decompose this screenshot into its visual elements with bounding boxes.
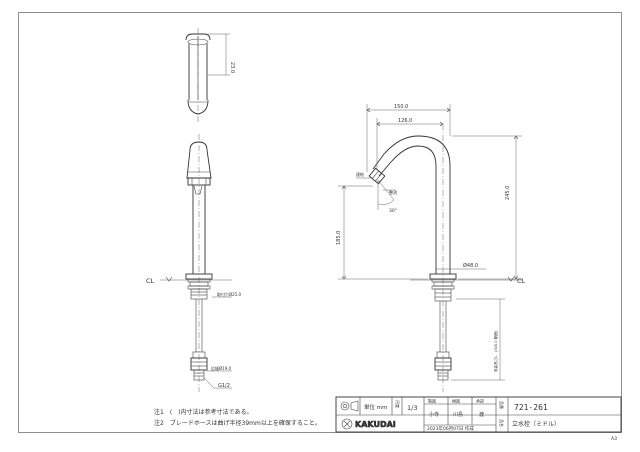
code-label: 品番	[499, 401, 505, 409]
dim-nut-dia: 広幅Ø19.0	[211, 365, 232, 371]
brand-name: KAKUDAI	[355, 420, 396, 429]
name-checked: 川島	[453, 411, 463, 418]
hdr-drawn: 製図	[428, 398, 436, 404]
note-2: 注2 ブレードホースは曲げ半径39mm以上を確保すること。	[154, 419, 321, 427]
cl-label-right: CL	[517, 277, 526, 285]
side-view: 30° 連結 整流 150.0	[336, 104, 526, 392]
cl-label-left: CL	[146, 277, 155, 285]
top-view: 23.0	[185, 28, 235, 124]
scale-label: 尺度	[395, 400, 401, 408]
projection-symbol-icon	[340, 400, 359, 412]
dim-245: 245.0	[505, 186, 511, 200]
dim-mount-hole: 取付穴Ø25.0	[217, 291, 242, 297]
dim-hose-len: 実装長さL (300.0 範囲)	[493, 330, 498, 372]
sheet-size: A3	[611, 436, 617, 442]
spout-label-b: 整流	[389, 189, 397, 195]
dim-126: 126.0	[398, 118, 412, 124]
spout-label-a: 連結	[356, 171, 364, 177]
front-view: CL 取付穴Ø25.0 広幅Ø19.0 G1/2	[146, 134, 242, 392]
title-block: 単位 mm 尺度 1/3 製図 検図 承認 小寺 川島 渡 KAKUDAI 20…	[335, 396, 622, 433]
scale-value: 1/3	[407, 404, 417, 412]
drawing-frame	[18, 12, 622, 433]
name-drawn: 小寺	[429, 411, 439, 418]
hdr-checked: 検図	[452, 398, 460, 404]
dim-thread: G1/2	[218, 383, 230, 389]
name-label: 品名	[499, 419, 505, 427]
product-code: 721-261	[514, 403, 548, 412]
date-created: 2023年06月07日 作成	[427, 425, 474, 432]
dim-185: 185.0	[336, 231, 342, 245]
dim-150: 150.0	[394, 104, 408, 110]
product-name: 立水栓（ミドル）	[512, 420, 560, 428]
unit-label: 単位 mm	[364, 403, 387, 411]
note-1: 注1 ( )内寸法は参考寸法である。	[154, 408, 252, 416]
name-approved: 渡	[479, 411, 484, 418]
dim-angle: 30°	[389, 208, 397, 214]
dim-top-height: 23.0	[229, 62, 235, 73]
kakudai-logo: KAKUDAI	[341, 418, 396, 430]
hdr-approved: 承認	[476, 398, 484, 404]
dim-base-dia: Ø48.0	[463, 262, 478, 269]
